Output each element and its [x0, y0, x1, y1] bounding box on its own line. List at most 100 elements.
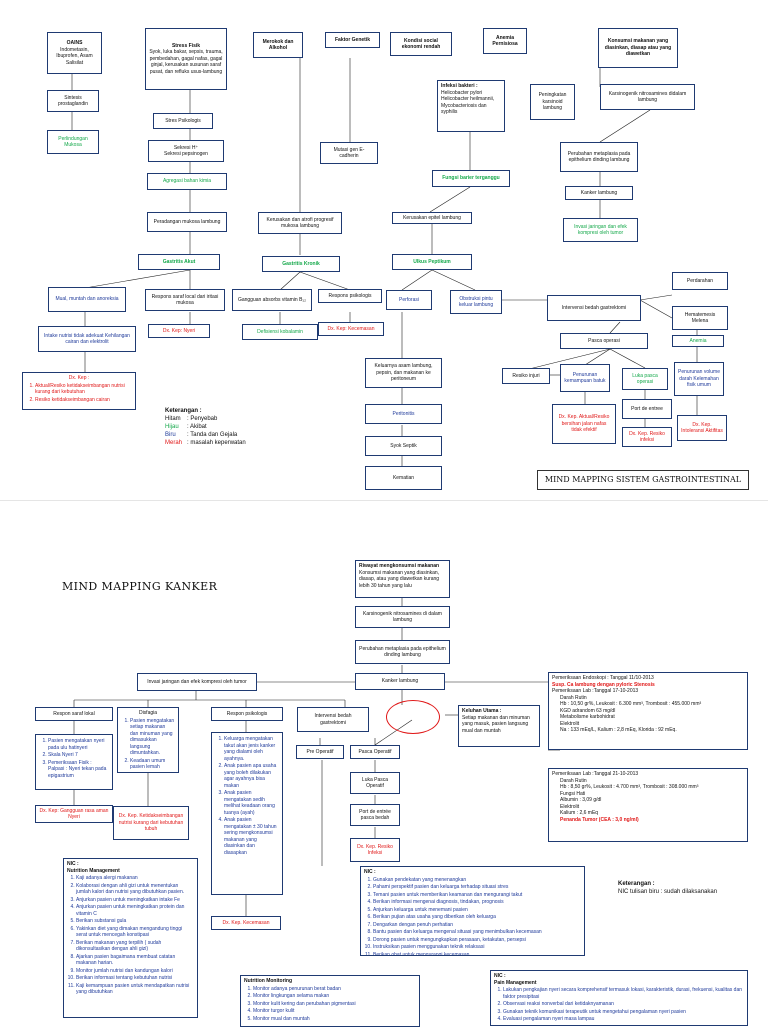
port-entree-box-1: Port de entree	[622, 399, 672, 419]
nic-pain-box: NIC : Pain Management Lakukan pengkajian…	[490, 970, 748, 1026]
keluhan-body: Setiap makanan dan minuman yang masuk, p…	[462, 714, 530, 734]
syok-box: Syok Septik	[365, 436, 442, 456]
nitrosamin-box-2: Karsinogenik nitrosamines di dalam lambu…	[355, 606, 450, 628]
defisiensi-box: Defisiensi kobalamin	[242, 324, 318, 340]
nitrosamin-box: Karsinogenik nitrosamines didalam lambun…	[600, 84, 695, 110]
list-item: Kaji kemampuan pasien untuk mendapatkan …	[76, 983, 194, 996]
list-item: Monitor jumlah nutrisi dan kandungan kal…	[76, 968, 194, 975]
lab2-box: Pemeriksaan Lab :Tanggal 21-10-2013 Dara…	[548, 768, 748, 842]
konsumsi-box: Konsumsi makanan yang diasinkan, diasap …	[598, 28, 678, 68]
pre-op-box: Pre Operatif	[296, 745, 344, 759]
list-item: Evaluasi pengalaman nyeri masa lampau	[503, 1016, 744, 1023]
lab1-l2: Susp. Ca lambung dengan pyloric Stenosis	[552, 681, 655, 688]
list-item: Anak pasien mengatakan sedih melihat kea…	[224, 790, 279, 816]
karsinoid-box: Peningkatan karsinoid lambung	[530, 84, 575, 120]
keluarnya-box: Keluarnya asam lambung, pepsin, dan maka…	[365, 358, 442, 388]
nic-pain-title: NIC :	[494, 973, 506, 979]
port-box-2: Port de entrée pasca bedah	[350, 804, 400, 826]
nutrition-monitoring-box: Nutrition Monitoring Monitor adanya penu…	[240, 975, 420, 1027]
keluhan-title: Keluhan Utama :	[462, 708, 502, 714]
peritonitis-box: Peritonitis	[365, 404, 442, 424]
legend-upper: Keterangan : Hitam: Penyebab Hijau: Akib…	[165, 407, 246, 447]
lab2-l5: Albumin : 3,09 g/dl	[560, 797, 602, 803]
nutrition-monitoring-list: Monitor adanya penurunan berat badanMoni…	[244, 986, 416, 1024]
legend-lower-title: Keterangan :	[618, 881, 655, 887]
respon-saraf-box-2: Respon saraf lokal	[35, 707, 113, 721]
sekresi-box: Sekresi H⁺ Sekresi pepsinogen	[148, 140, 224, 162]
nic-main-box: NIC : Gunakan pendekatan yang menenangka…	[360, 866, 585, 956]
infeksi-body: Helicobacter pylori Helicobacter heilman…	[441, 89, 495, 116]
list-item: Berikan makanan yang terpilih ( sudah di…	[76, 940, 194, 953]
fungsi-barier-box: Fungsi barier terganggu	[432, 170, 510, 187]
ulkus-box: Ulkus Peptikum	[392, 254, 472, 270]
atrofi-box: Kerusakan dan atrofi progresif mukosa la…	[258, 212, 342, 234]
resiko-injuri-box: Resiko injuri	[502, 368, 550, 384]
list-item: Gunakan pendekatan yang menenangkan	[373, 877, 581, 884]
page-divider	[0, 500, 768, 501]
penurunan-volume-box: Penurunan volume darah Kelemahan fisik u…	[674, 362, 724, 396]
disfagia-title: Disfagia	[138, 710, 158, 716]
infeksi-title: Infeksi bakteri :	[441, 83, 478, 89]
nutrition-monitoring-title: Nutrition Monitoring	[244, 978, 293, 984]
legend-lower: Keterangan : NIC tulisan biru : sudah di…	[618, 880, 717, 896]
list-item: Kaji adanya alergi makanan	[76, 875, 194, 882]
stres-psikologis-box: Stres Psikologis	[153, 113, 213, 129]
legend-row-hitam: Hitam: Penyebab	[165, 416, 218, 423]
dx-intoleransi-box: Dx. Kep. Intoleransi Aktifitas	[677, 415, 727, 441]
gastritis-kronik-box: Gastritis Kronik	[262, 256, 340, 272]
nic-main-list: Gunakan pendekatan yang menenangkanPaham…	[364, 877, 581, 956]
oains-box: OAINS Indometasin, Ibuprofen, Asam Salis…	[47, 32, 102, 74]
legend-row-hijau: Hijau: Akibat	[165, 424, 207, 431]
list-item: Pemeriksaan Fisik : Palpasi : Nyeri teka…	[48, 760, 109, 780]
penurunan-batuk-box: Penurunan kemampuan batuk	[560, 364, 610, 392]
perforasi-box: Perforasi	[386, 290, 432, 310]
legend-row-biru: Biru: Tanda dan Gejala	[165, 432, 238, 439]
pasca-operasi-box: Pasca operasi	[560, 333, 648, 349]
respon-saraf-box-1: Respons saraf local dari iritasi mukosa	[145, 289, 225, 311]
gastritis-akut-box: Gastritis Akut	[138, 254, 220, 270]
oains-body: Indometasin, Ibuprofen, Asam Salisilat	[56, 46, 93, 66]
absorbsi-box: Gangguan absorbs vitamin B₁₂	[232, 289, 312, 311]
dx-kep-title: Dx. Kep :	[68, 375, 90, 381]
nic-pain-list: Lakukan pengkajian nyeri secara komprehe…	[494, 987, 744, 1024]
intervensi-box-2: Intervensi bedah gastrektomi	[297, 707, 369, 732]
list-item: Berikan informasi mengenai diagnosis, ti…	[373, 899, 581, 906]
metaplasia-box: Perubahan metaplasia pada epithelium din…	[560, 142, 638, 172]
list-item: Anak pasien mengatakan ± 30 tahun sering…	[224, 817, 279, 856]
lab2-l7: Kalium : 2,6 mEq	[560, 810, 599, 816]
lab1-l5: Hb : 10,50 gr%, Leukosit : 6.300 mm³, Tr…	[560, 701, 702, 707]
list-item: Keadaan umum pasien lemah	[130, 758, 175, 771]
list-item: Pasien mengatakan setiap makanan dan min…	[130, 718, 175, 757]
mm2-title: MIND MAPPING KANKER	[62, 580, 218, 593]
lab1-l6: KGD adrandom 63 mg/dl	[560, 707, 616, 714]
respon-psiko-box-2: Respon psikologis	[211, 707, 283, 721]
mutasi-box: Mutasi gen E-cadherin	[320, 142, 378, 164]
luka-box-2: Luka Pasca Operatif	[350, 772, 400, 794]
anemia-box: Anemia	[672, 335, 724, 347]
riwayat-title: Riwayat mengkonsumsi makanan	[359, 563, 440, 569]
disfagia-box: Disfagia Pasien mengatakan setiap makana…	[117, 707, 179, 773]
pasca-op-box: Pasca Operatif	[350, 745, 400, 759]
disfagia-list: Pasien mengatakan setiap makanan dan min…	[121, 718, 175, 773]
list-item: Anak pasien apa usaha yang boleh dilakuk…	[224, 763, 279, 789]
list-item: Yakinkan diet yang dimakan mengandung ti…	[76, 926, 194, 939]
lab1-l8: Elektrolit	[560, 720, 580, 727]
merokok-box: Merokok dan Alkohol	[253, 32, 303, 58]
list-item: Ajarkan pasien bagaimana membuat catatan…	[76, 954, 194, 967]
list-item: Resiko ketidakseimbangan cairan	[35, 397, 132, 404]
anemia-pernisiosa-box: Anemia Pernisiosa	[483, 28, 527, 54]
nic-nutrition-box: NIC : Nutrition Management Kaji adanya a…	[63, 858, 198, 1018]
list-item: Skala Nyeri 7	[48, 752, 109, 759]
list-item: Monitor turgor kulit	[253, 1008, 416, 1015]
kematian-box: Kematian	[365, 466, 442, 490]
dx-kep-list: Aktual/Resiko ketidakseimbangan nutrisi …	[26, 383, 132, 405]
list-item: Berikan obat untuk mengurangi kecemasan	[373, 952, 581, 956]
nic-pain-sub: Pain Management	[494, 979, 537, 986]
nic-nutrition-sub: Nutrition Management	[67, 867, 120, 874]
respon-psiko-box-1: Respons psikologis	[318, 289, 382, 303]
respon-psiko-list: Keluarga mengatakan takut akan jenis kan…	[215, 736, 279, 857]
list-item: Kolaborasi dengan ahli gizi untuk menent…	[76, 883, 194, 896]
list-item: Pasien mengatakan nyeri pada ulu hatinye…	[48, 738, 109, 751]
radang-box: Peradangan mukosa lambung	[147, 212, 227, 232]
